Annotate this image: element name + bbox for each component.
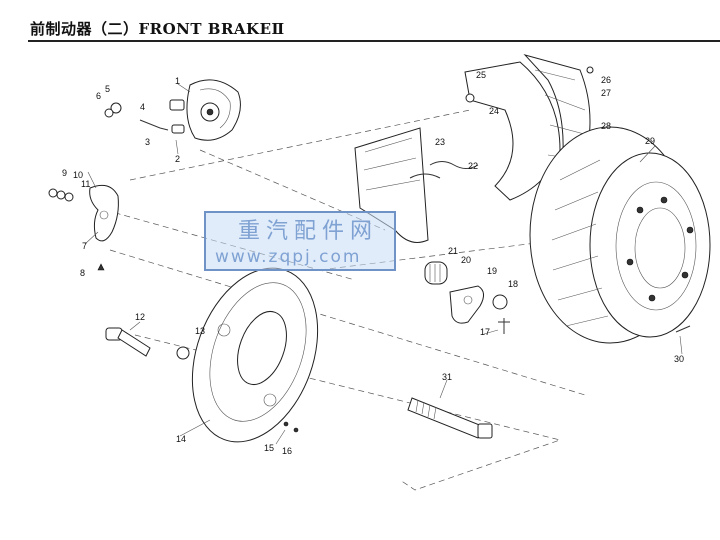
callout-23: 23 — [435, 137, 445, 147]
callout-11: 11 — [81, 179, 90, 189]
callout-6: 6 — [96, 91, 101, 101]
callout-18: 18 — [508, 279, 518, 289]
callout-2: 2 — [175, 154, 180, 164]
callout-12: 12 — [135, 312, 145, 322]
callout-10: 10 — [73, 170, 83, 180]
callout-7: 7 — [82, 241, 87, 251]
watermark-url: www.zqpj.com — [215, 247, 362, 267]
leader-lines — [84, 83, 683, 445]
callout-16: 16 — [282, 446, 292, 456]
callout-14: 14 — [176, 434, 186, 444]
callout-3: 3 — [145, 137, 150, 147]
bracket-group — [48, 184, 119, 271]
watermark-name: 重汽配件网 — [238, 219, 378, 244]
callout-25: 25 — [476, 70, 486, 80]
brake-chamber-group — [104, 79, 241, 141]
callout-30: 30 — [674, 354, 684, 364]
callout-numbers: 1 2 3 4 5 6 7 8 9 10 11 12 13 14 15 16 1… — [62, 70, 684, 456]
backing-plate-group — [191, 267, 319, 443]
page-title: 前制动器（二）FRONT BRAKEⅡ — [30, 20, 285, 38]
camshaft — [407, 397, 493, 439]
callout-8: 8 — [80, 268, 85, 278]
callout-4: 4 — [140, 102, 145, 112]
callout-17: 17 — [480, 327, 490, 337]
callout-19: 19 — [487, 266, 497, 276]
callout-1: 1 — [175, 76, 180, 86]
anchor-pin-group — [105, 327, 190, 360]
callout-26: 26 — [601, 75, 611, 85]
roller-group — [424, 261, 510, 334]
callout-21: 21 — [448, 246, 458, 256]
watermark: 重汽配件网 www.zqpj.com — [204, 211, 396, 271]
callout-28: 28 — [601, 121, 611, 131]
callout-22: 22 — [468, 161, 478, 171]
callout-9: 9 — [62, 168, 67, 178]
callout-20: 20 — [461, 255, 471, 265]
callout-5: 5 — [105, 84, 110, 94]
callout-15: 15 — [264, 443, 274, 453]
callout-31: 31 — [442, 372, 452, 382]
brake-drum-group — [529, 126, 711, 344]
callout-27: 27 — [601, 88, 611, 98]
callout-29: 29 — [645, 136, 655, 146]
title-divider — [28, 40, 720, 42]
callout-24: 24 — [489, 106, 499, 116]
callout-13: 13 — [195, 326, 205, 336]
